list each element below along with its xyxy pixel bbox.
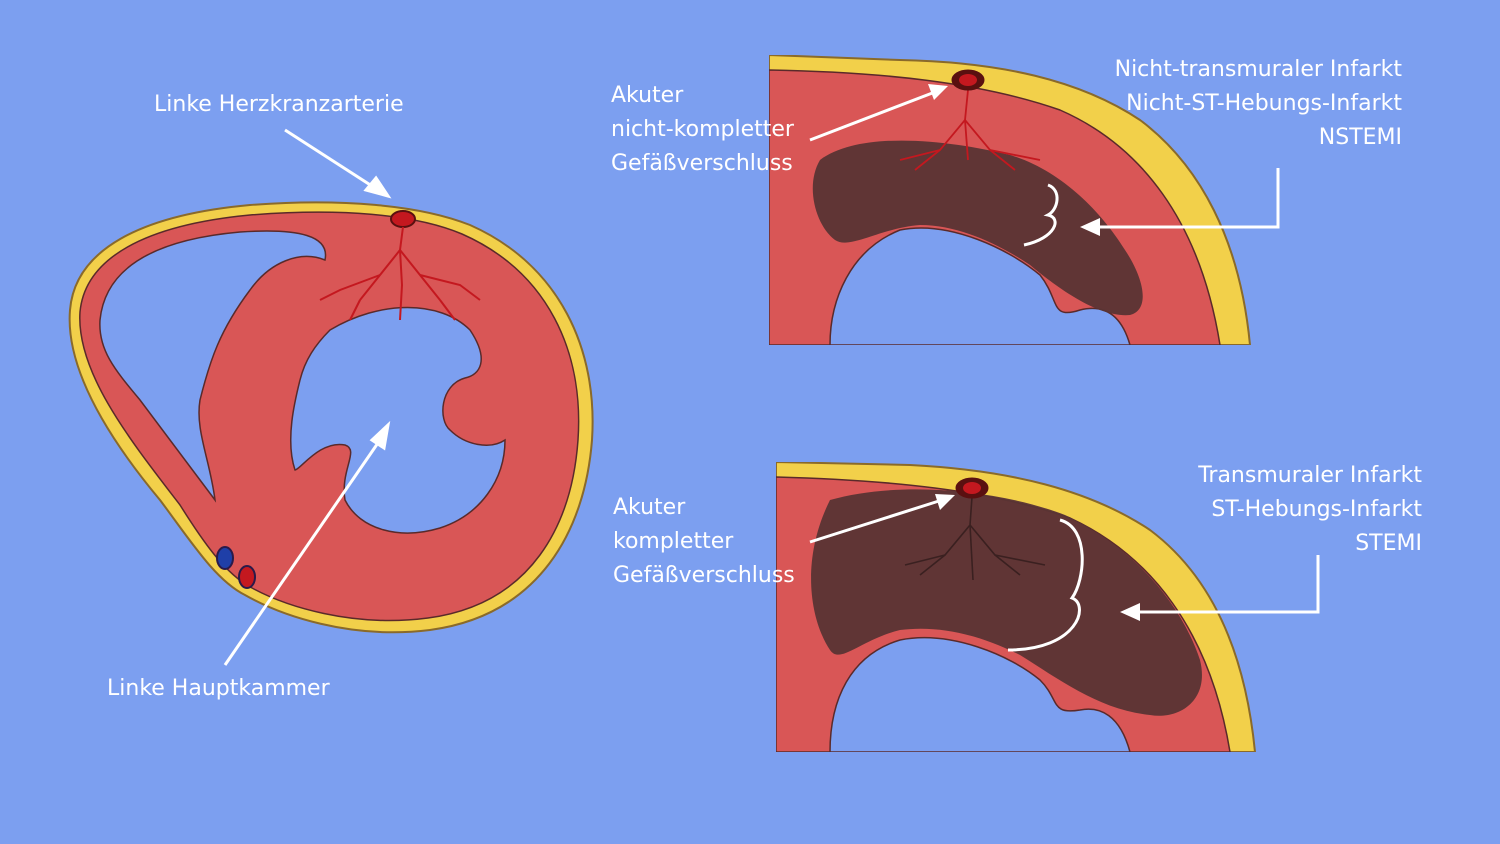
left-ventricle-label: Linke Hauptkammer: [107, 676, 330, 701]
stemi-infarct-region: [811, 489, 1202, 716]
nstemi-line-1: Nicht-transmuraler Infarkt: [1114, 57, 1402, 82]
complete-occlusion-line-2: kompletter: [613, 529, 734, 554]
nstemi-annotations: [809, 90, 1280, 247]
stemi-annotations: [809, 498, 1320, 652]
stemi-arrowheads: [935, 494, 1140, 621]
left-ventricle-cavity: [289, 306, 506, 534]
right-ventricle-cavity: [99, 230, 327, 503]
left-arrows: [223, 128, 392, 666]
nstemi-line-2: Nicht-ST-Hebungs-Infarkt: [1126, 91, 1402, 116]
partial-occlusion-line-3: Gefäßverschluss: [611, 151, 793, 176]
coronary-artery-label: Linke Herzkranzarterie: [154, 92, 404, 117]
artery-dot-small: [238, 565, 256, 589]
partial-occlusion-label: Akuter nicht-kompletter Gefäßverschluss: [611, 79, 794, 181]
coronary-artery-dot: [390, 210, 416, 228]
stemi-zoom: [776, 462, 1257, 752]
complete-occlusion-label: Akuter kompletter Gefäßverschluss: [613, 491, 795, 593]
partial-occlusion-line-2: nicht-kompletter: [611, 117, 794, 142]
vein-dot: [216, 546, 234, 570]
nstemi-arrowheads: [928, 84, 1100, 236]
complete-occlusion-line-1: Akuter: [613, 495, 686, 520]
stemi-label: Transmuraler Infarkt ST-Hebungs-Infarkt …: [1198, 459, 1422, 561]
stemi-line-3: STEMI: [1355, 531, 1422, 556]
nstemi-label: Nicht-transmuraler Infarkt Nicht-ST-Hebu…: [1115, 53, 1402, 155]
stemi-line-1: Transmuraler Infarkt: [1198, 463, 1422, 488]
complete-occlusion-line-3: Gefäßverschluss: [613, 563, 795, 588]
coronary-branches: [319, 226, 481, 321]
partial-occlusion-line-1: Akuter: [611, 83, 684, 108]
heart-cross-section: [68, 201, 594, 634]
nstemi-line-3: NSTEMI: [1318, 125, 1402, 150]
stemi-line-2: ST-Hebungs-Infarkt: [1211, 497, 1422, 522]
nstemi-zoom: [769, 55, 1252, 345]
nstemi-infarct-region: [812, 140, 1143, 316]
